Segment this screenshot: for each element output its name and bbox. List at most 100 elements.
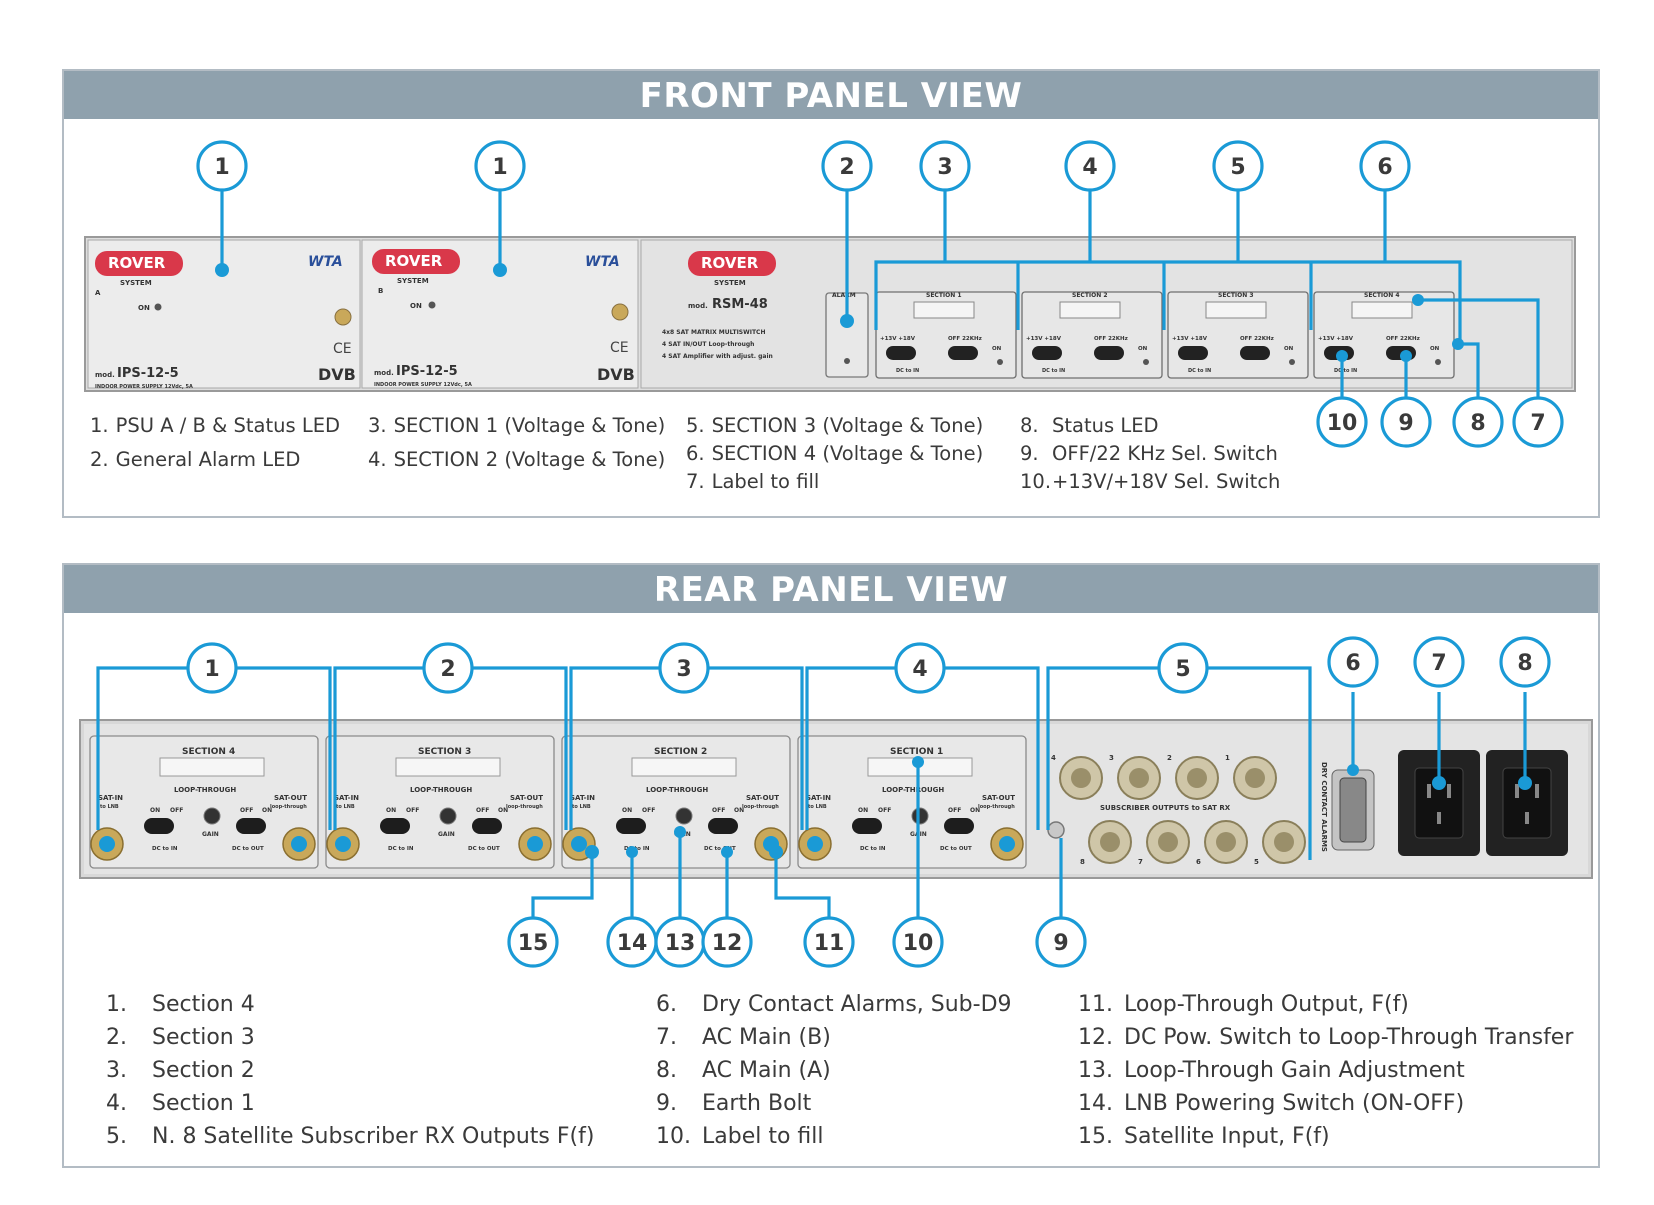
psu-a-status-led <box>154 303 162 311</box>
main-brand-logo <box>688 251 776 276</box>
front-legend-col4: 8.Status LED 9.OFF/22 KHz Sel. Switch 10… <box>1020 412 1280 496</box>
legend-item: 5.N. 8 Satellite Subscriber RX Outputs F… <box>106 1124 595 1149</box>
svg-text:IPS-12-5: IPS-12-5 <box>396 364 458 379</box>
section-status-led <box>1143 359 1149 365</box>
svg-text:ON: ON <box>410 302 422 310</box>
svg-text:SECTION 1: SECTION 1 <box>926 292 962 299</box>
svg-text:1: 1 <box>492 155 507 180</box>
svg-text:+13V +18V: +13V +18V <box>880 336 916 342</box>
front-callout-bottom-9: 9 <box>1380 396 1432 448</box>
legend-item: 10.Label to fill <box>656 1124 824 1149</box>
legend-item: 11.Loop-Through Output, F(f) <box>1078 992 1409 1017</box>
front-callout-top-2: 2 <box>821 140 873 192</box>
voltage-switch[interactable] <box>1178 346 1208 360</box>
svg-text:ROVER: ROVER <box>385 252 443 270</box>
psu-a-brand-logo <box>95 251 183 276</box>
legend-item: 6.Dry Contact Alarms, Sub-D9 <box>656 992 1012 1017</box>
front-callout-bottom-7: 7 <box>1512 396 1564 448</box>
psu-b-fuse-icon <box>611 303 629 321</box>
svg-text:4 SAT Amplifier with adjust. g: 4 SAT Amplifier with adjust. gain <box>662 353 773 360</box>
svg-text:+13V +18V: +13V +18V <box>1026 336 1062 342</box>
legend-item: 2.Section 3 <box>106 1025 255 1050</box>
svg-text:SYSTEM: SYSTEM <box>120 279 152 287</box>
svg-text:DC to IN: DC to IN <box>1334 368 1357 374</box>
section-status-led <box>997 359 1003 365</box>
front-sections: SECTION 1 +13V +18V OFF 22KHz DC to IN ON SEC… <box>875 291 1455 379</box>
svg-text:10: 10 <box>1327 411 1358 436</box>
svg-text:ON: ON <box>1138 346 1148 352</box>
svg-text:SECTION 4: SECTION 4 <box>1364 292 1400 299</box>
front-legend-col3: 5.SECTION 3 (Voltage & Tone) 6.SECTION 4… <box>686 412 983 496</box>
legend-item: 9.Earth Bolt <box>656 1091 812 1116</box>
front-panel-diagram: ROVER SYSTEM A ON WTA CE mod. IPS-12-5 I… <box>84 140 1576 448</box>
svg-text:A: A <box>95 289 101 297</box>
legend-item: 3.SECTION 1 (Voltage & Tone) <box>368 414 666 437</box>
legend-item: 2.General Alarm LED <box>90 448 301 471</box>
legend-item: 9.OFF/22 KHz Sel. Switch <box>1020 442 1278 465</box>
ce-mark: CE <box>333 341 352 357</box>
svg-text:OFF 22KHz: OFF 22KHz <box>1386 336 1420 342</box>
rear-legend-col2: 6.Dry Contact Alarms, Sub-D9 7.AC Main (… <box>656 988 1012 1153</box>
svg-text:DC to IN: DC to IN <box>1188 368 1211 374</box>
front-callout-top-6: 6 <box>1359 140 1411 192</box>
front-callout-lines <box>220 190 1540 398</box>
front-callout-top-5: 5 <box>1212 140 1264 192</box>
svg-text:IPS-12-5: IPS-12-5 <box>117 366 179 381</box>
legend-item: 8.Status LED <box>1020 414 1159 437</box>
legend-item: 14.LNB Powering Switch (ON-OFF) <box>1078 1091 1465 1116</box>
legend-item: 6.SECTION 4 (Voltage & Tone) <box>686 442 984 465</box>
legend-item: 8.AC Main (A) <box>656 1058 831 1083</box>
front-legend-col1: 1.PSU A / B & Status LED 2.General Alarm… <box>90 412 340 474</box>
svg-text:ON: ON <box>1284 346 1294 352</box>
svg-text:SECTION 3: SECTION 3 <box>1218 292 1254 299</box>
psu-b-brand-logo <box>372 249 460 274</box>
psu-b-status-led <box>428 301 436 309</box>
front-legend-col2: 3.SECTION 1 (Voltage & Tone) 4.SECTION 2… <box>368 412 665 474</box>
front-callout-bottom-8: 8 <box>1452 396 1504 448</box>
svg-text:B: B <box>378 287 383 295</box>
legend-item: 1.Section 4 <box>106 992 255 1017</box>
voltage-switch[interactable] <box>1032 346 1062 360</box>
svg-text:+13V +18V: +13V +18V <box>1318 336 1354 342</box>
legend-item: 4.SECTION 2 (Voltage & Tone) <box>368 448 666 471</box>
front-callout-top-4: 4 <box>1064 140 1116 192</box>
svg-text:SYSTEM: SYSTEM <box>397 277 429 285</box>
rear-panel-title: REAR PANEL VIEW <box>64 565 1598 613</box>
voltage-switch[interactable] <box>886 346 916 360</box>
dvb-logo: DVB <box>597 365 635 384</box>
svg-text:ROVER: ROVER <box>108 254 166 272</box>
svg-text:4x8 SAT MATRIX MULTISWITCH: 4x8 SAT MATRIX MULTISWITCH <box>662 329 766 336</box>
wta-logo: WTA <box>308 254 343 270</box>
svg-text:+13V +18V: +13V +18V <box>1172 336 1208 342</box>
tone-switch[interactable] <box>948 346 978 360</box>
legend-item: 15.Satellite Input, F(f) <box>1078 1124 1330 1149</box>
svg-text:4 SAT IN/OUT Loop-through: 4 SAT IN/OUT Loop-through <box>662 341 754 348</box>
section-status-led <box>1435 359 1441 365</box>
tone-switch[interactable] <box>1094 346 1124 360</box>
svg-text:mod.: mod. <box>688 302 708 310</box>
tone-switch[interactable] <box>1240 346 1270 360</box>
legend-item: 7.Label to fill <box>686 470 820 493</box>
svg-text:DC to IN: DC to IN <box>1042 368 1065 374</box>
rear-legend-col3: 11.Loop-Through Output, F(f) 12.DC Pow. … <box>1078 988 1573 1153</box>
ce-mark: CE <box>610 340 629 356</box>
legend-item: 3.Section 2 <box>106 1058 255 1083</box>
section-status-led <box>1289 359 1295 365</box>
dvb-logo: DVB <box>318 365 356 384</box>
front-panel-title: FRONT PANEL VIEW <box>64 71 1598 119</box>
svg-text:OFF 22KHz: OFF 22KHz <box>1240 336 1274 342</box>
svg-text:5: 5 <box>1230 155 1245 180</box>
svg-text:OFF 22KHz: OFF 22KHz <box>948 336 982 342</box>
legend-item: 12.DC Pow. Switch to Loop-Through Transf… <box>1078 1025 1574 1050</box>
svg-text:8: 8 <box>1470 411 1485 436</box>
svg-text:ON: ON <box>138 304 150 312</box>
svg-text:1: 1 <box>214 155 229 180</box>
front-callout-top-3: 3 <box>919 140 971 192</box>
legend-item: 10.+13V/+18V Sel. Switch <box>1020 470 1281 493</box>
legend-item: 13.Loop-Through Gain Adjustment <box>1078 1058 1465 1083</box>
legend-item: 7.AC Main (B) <box>656 1025 831 1050</box>
psu-a-module: ROVER SYSTEM A ON WTA CE mod. IPS-12-5 I… <box>87 239 361 390</box>
svg-text:mod.: mod. <box>374 369 394 377</box>
